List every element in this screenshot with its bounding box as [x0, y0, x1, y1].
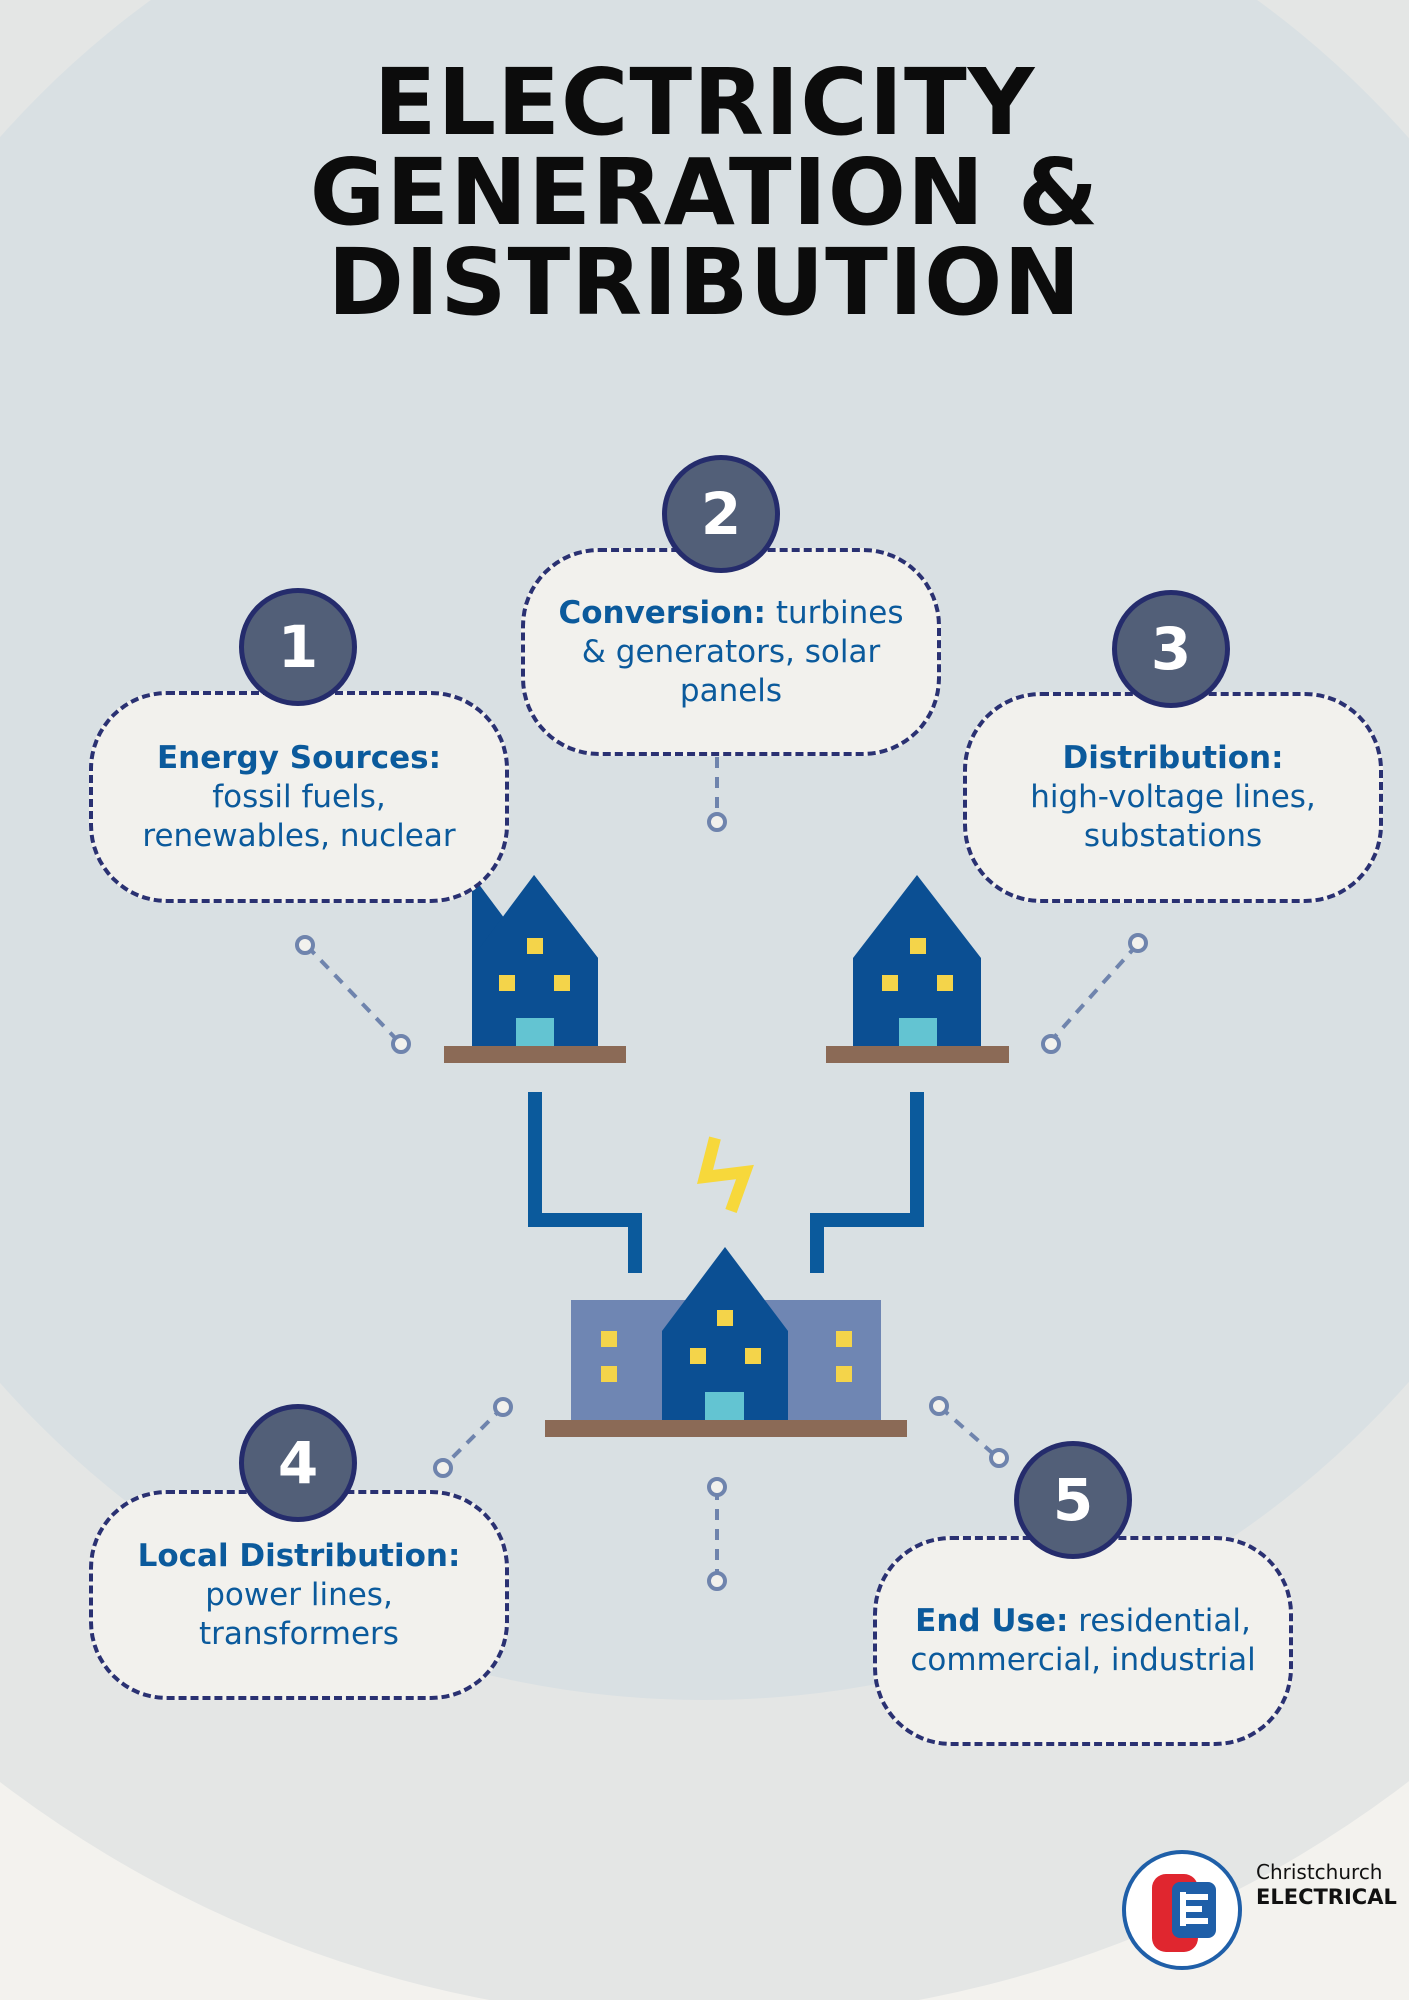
connector-line-1 [305, 944, 402, 1045]
company-logo-text: Christchurch ELECTRICAL [1256, 1860, 1397, 1910]
step-4-text: power lines, transformers [199, 1576, 399, 1652]
title-line-3: DISTRIBUTION [327, 229, 1082, 336]
step-3-heading: Distribution: [1062, 740, 1284, 776]
connector-dots-icon [305, 757, 1139, 1578]
step-2-heading: Conversion: [558, 594, 766, 631]
connector-end-dots [295, 812, 1148, 1591]
step-card-distribution: Distribution: high-voltage lines, substa… [963, 692, 1383, 903]
title-line-1: ELECTRICITY [373, 49, 1036, 156]
step-card-conversion: Conversion: turbines & generators, solar… [521, 548, 941, 756]
step-badge-5: 5 [1014, 1441, 1132, 1559]
step-3-text: high-voltage lines, substations [1030, 779, 1316, 854]
step-4-heading: Local Distribution: [137, 1537, 461, 1574]
logo-line-1: Christchurch [1256, 1860, 1383, 1884]
house-icon [444, 875, 626, 1063]
step-1-heading: Energy Sources: [157, 739, 441, 776]
step-badge-2: 2 [662, 455, 780, 573]
step-5-heading: End Use: [915, 1603, 1069, 1639]
lightning-bolt-icon [696, 1136, 754, 1214]
house-icon [826, 875, 1009, 1063]
power-plant-icon [545, 1247, 907, 1437]
step-card-local-distribution: Local Distribution: power lines, transfo… [89, 1490, 509, 1700]
logo-line-2: ELECTRICAL [1256, 1885, 1397, 1909]
step-5-text: residential, commercial, industrial [910, 1603, 1256, 1678]
title-line-2: GENERATION & [309, 139, 1100, 246]
connector-line-5 [938, 1405, 999, 1459]
background-inner-circle [0, 0, 1409, 1700]
step-1-text: fossil fuels, renewables, nuclear [142, 778, 456, 854]
power-wires [528, 1092, 924, 1273]
connector-line-3 [1048, 943, 1139, 1044]
connector-line-4 [441, 1405, 505, 1469]
page-title: ELECTRICITY GENERATION & DISTRIBUTION [0, 49, 1409, 336]
step-badge-4: 4 [239, 1404, 357, 1522]
logo-icon [1122, 1850, 1242, 1970]
step-card-energy-sources: Energy Sources: fossil fuels, renewables… [89, 691, 509, 903]
step-2-text: turbines & generators, solar panels [581, 594, 904, 709]
step-card-end-use: End Use: residential, commercial, indust… [873, 1536, 1293, 1746]
step-badge-1: 1 [239, 588, 357, 706]
step-badge-3: 3 [1112, 590, 1230, 708]
